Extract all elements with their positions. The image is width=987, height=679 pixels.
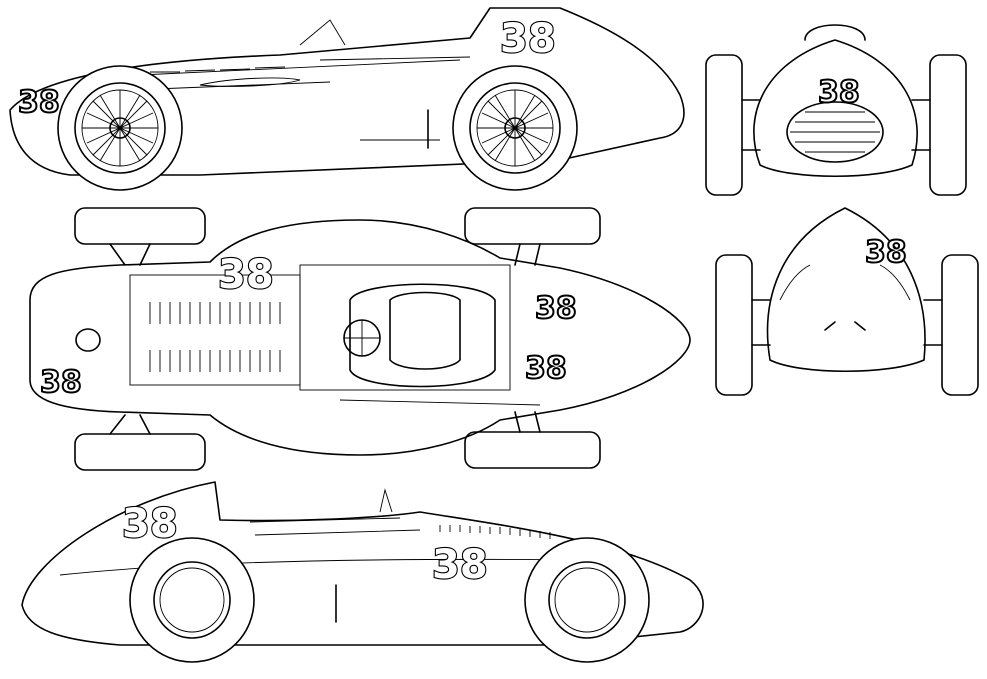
rear-view: 38 [715, 207, 979, 396]
fuel-cap [75, 328, 101, 352]
top-view-front-left-tire [464, 207, 601, 245]
side-view-right: 38 38 [9, 7, 685, 191]
top-view-rear-left-tire [74, 207, 206, 245]
rear-view-right-tire [941, 254, 979, 396]
race-number-top-nose-lower: 38 [525, 351, 567, 386]
race-number-top-left: 38 [218, 252, 274, 298]
race-number-front: 38 [818, 75, 860, 110]
race-number-tail: 38 [18, 85, 60, 120]
race-number-side: 38 [500, 16, 556, 62]
side-view-front-wheel [452, 65, 578, 191]
louver-strip [150, 66, 301, 87]
cockpit-opening [349, 283, 496, 388]
side-left-rear-wheel [524, 537, 650, 663]
top-view-louvers [149, 302, 281, 372]
race-number-rear: 38 [865, 235, 907, 270]
side-view-left: 38 38 [21, 481, 704, 663]
side-left-front-wheel [129, 537, 255, 663]
race-number-side-left: 38 [122, 501, 178, 547]
driver-seat [389, 291, 461, 370]
front-view-right-tire [929, 54, 967, 196]
side-view-rear-wheel [57, 65, 183, 191]
race-number-top-tail: 38 [40, 365, 82, 400]
top-view-front-right-tire [464, 431, 601, 469]
race-number-side-left-rear: 38 [432, 542, 488, 588]
top-view: 38 38 38 38 [29, 207, 691, 471]
radiator-grille [786, 101, 884, 163]
rear-view-left-tire [715, 254, 753, 396]
side-left-louvers [439, 525, 551, 539]
front-view: 38 [705, 24, 967, 196]
top-view-rear-right-tire [74, 433, 206, 471]
front-view-left-tire [705, 54, 743, 196]
race-number-top-nose: 38 [535, 291, 577, 326]
